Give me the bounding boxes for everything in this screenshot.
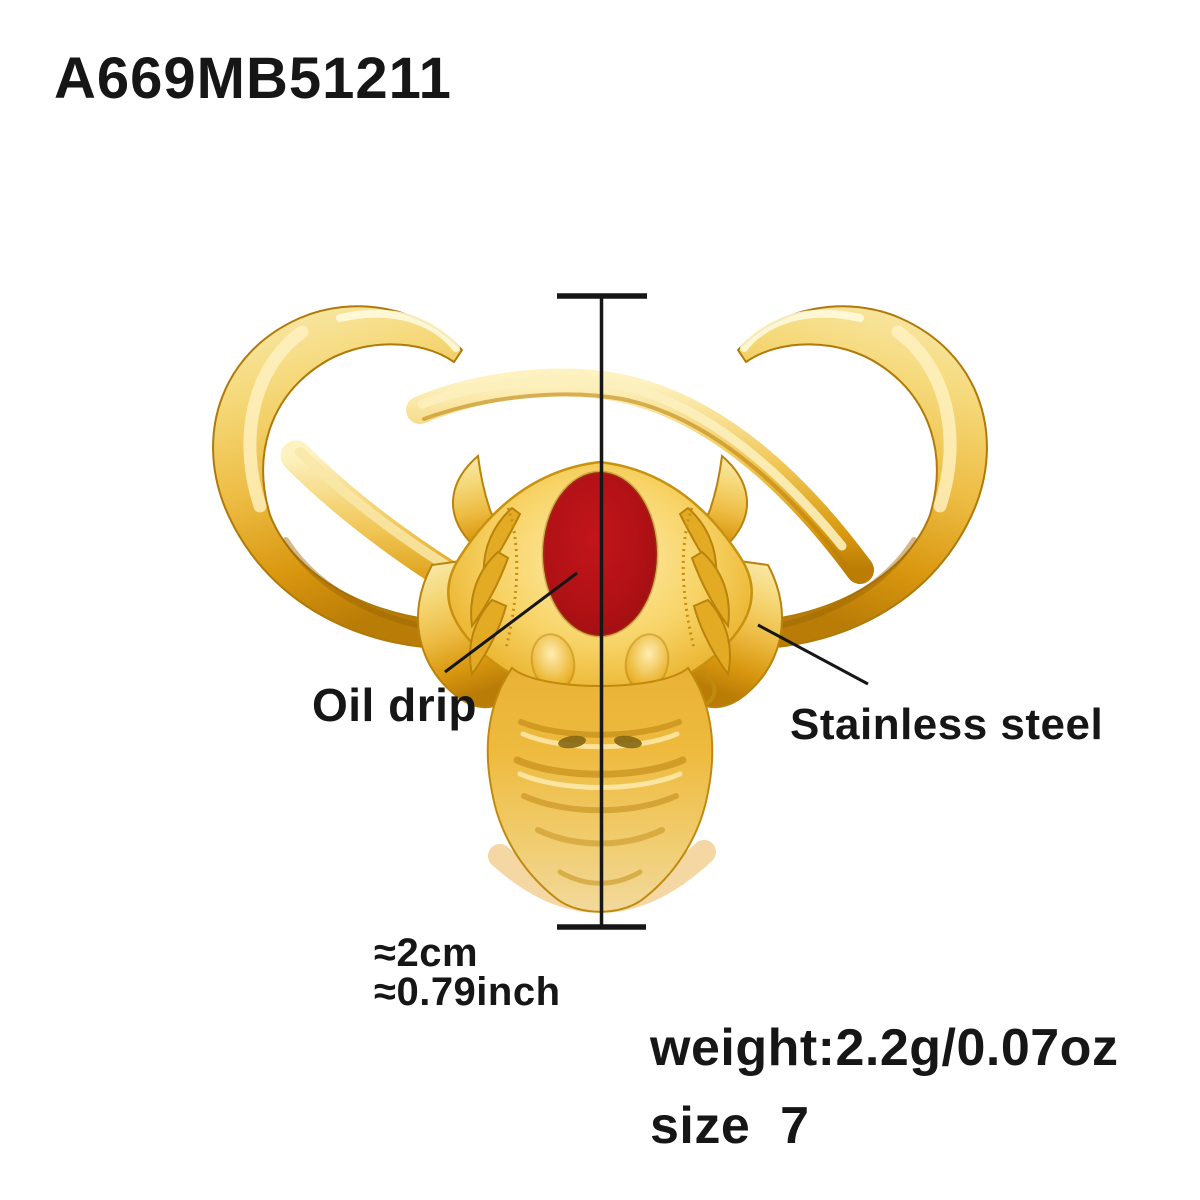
right-horn bbox=[721, 305, 988, 650]
engraved-leaves-right bbox=[678, 506, 731, 677]
measurement-line bbox=[557, 293, 647, 930]
left-nostril bbox=[558, 735, 586, 749]
weight-label: weight:2.2g/0.07oz bbox=[650, 1019, 1119, 1077]
engraved-leaves-left bbox=[469, 506, 522, 677]
left-horn bbox=[212, 305, 479, 650]
height-cm-label: ≈2cm bbox=[374, 931, 479, 975]
right-nostril bbox=[614, 735, 642, 749]
height-inch-label: ≈0.79inch bbox=[374, 970, 561, 1014]
oil-drip-label: Oil drip bbox=[312, 679, 477, 731]
stainless-steel-label: Stainless steel bbox=[790, 700, 1104, 749]
oil-drip-leader-line bbox=[444, 571, 578, 674]
product-code: A669MB51211 bbox=[54, 46, 452, 111]
stainless-steel-leader-line bbox=[757, 623, 869, 686]
size-label: size 7 bbox=[650, 1097, 810, 1155]
